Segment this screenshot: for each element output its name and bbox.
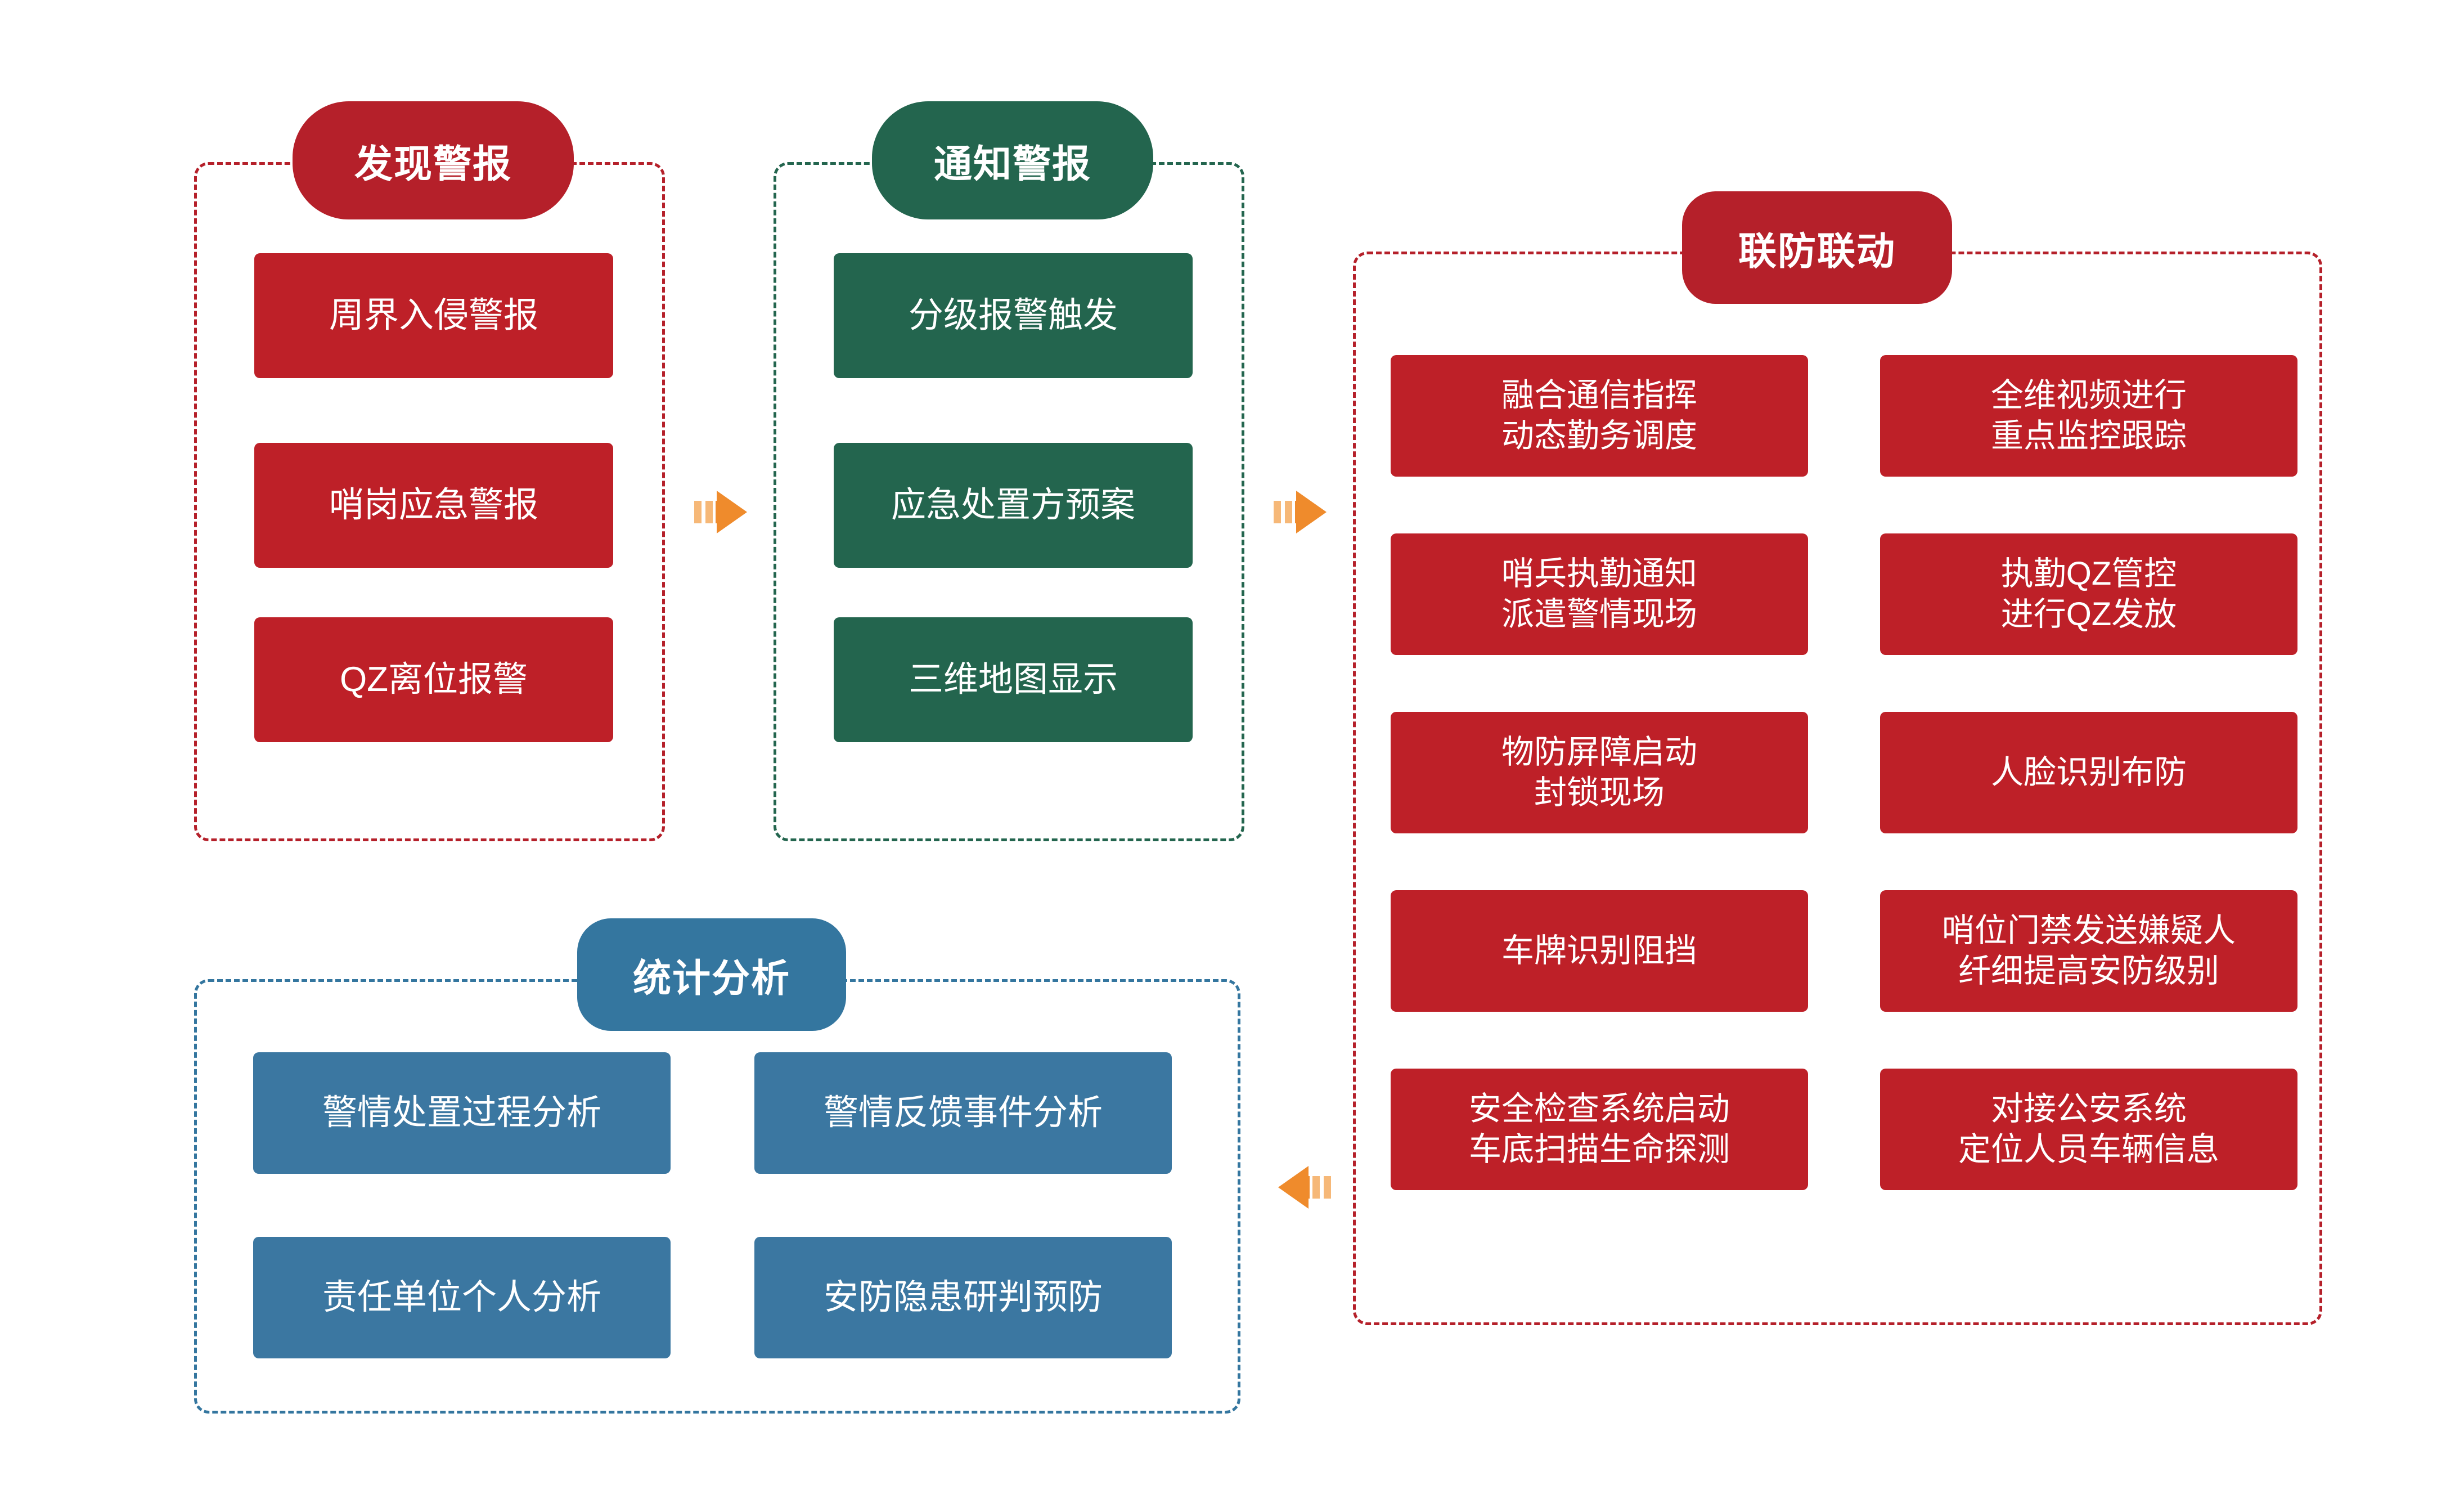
- item-label: 哨位门禁发送嫌疑人 纤细提高安防级别: [1941, 912, 2236, 990]
- arrow-right-icon: [1274, 491, 1327, 533]
- item-box-qz-duty-control[interactable]: 执勤QZ管控 进行QZ发放: [1880, 533, 2297, 655]
- item-label: 物防屏障启动 封锁现场: [1501, 733, 1697, 811]
- item-label: 安全检查系统启动 车底扫描生命探测: [1468, 1090, 1730, 1168]
- panel-title-label: 发现警报: [354, 142, 512, 186]
- arrow-joint-to-statistics-icon: [1273, 1158, 1332, 1217]
- item-label: 责任单位个人分析: [322, 1278, 601, 1317]
- item-label: 哨兵执勤通知 派遣警情现场: [1501, 555, 1697, 633]
- panel-title-label: 统计分析: [632, 957, 790, 1000]
- arrow-left-icon: [1278, 1166, 1331, 1209]
- item-box-physical-barrier[interactable]: 物防屏障启动 封锁现场: [1391, 712, 1808, 833]
- item-box-alarm-feedback-analysis[interactable]: 警情反馈事件分析: [754, 1052, 1172, 1174]
- panel-title-discover-alarm: 发现警报: [293, 101, 574, 219]
- panel-title-label: 联防联动: [1738, 230, 1896, 273]
- item-label: 警情反馈事件分析: [823, 1093, 1103, 1133]
- panel-title-label: 通知警报: [933, 142, 1091, 186]
- item-box-security-check-system[interactable]: 安全检查系统启动 车底扫描生命探测: [1391, 1069, 1808, 1190]
- item-label: 应急处置方预案: [891, 486, 1135, 525]
- item-label: 车牌识别阻挡: [1501, 932, 1697, 969]
- item-box-qz-offpost[interactable]: QZ离位报警: [254, 617, 613, 742]
- item-label: 安防隐患研判预防: [823, 1278, 1103, 1317]
- panel-title-notify-alarm: 通知警报: [872, 101, 1153, 219]
- item-label: 哨岗应急警报: [329, 486, 538, 525]
- item-label: 人脸识别布防: [1990, 753, 2187, 791]
- item-box-face-recognition-defense[interactable]: 人脸识别布防: [1880, 712, 2297, 833]
- item-box-police-system-link[interactable]: 对接公安系统 定位人员车辆信息: [1880, 1069, 2297, 1190]
- item-label: 警情处置过程分析: [322, 1093, 601, 1133]
- item-box-emergency-plan[interactable]: 应急处置方预案: [834, 443, 1193, 568]
- item-box-perimeter-intrusion[interactable]: 周界入侵警报: [254, 253, 613, 378]
- item-box-fusion-comm-command[interactable]: 融合通信指挥 动态勤务调度: [1391, 355, 1808, 477]
- arrow-notify-to-joint-icon: [1273, 483, 1332, 541]
- item-box-omni-video-tracking[interactable]: 全维视频进行 重点监控跟踪: [1880, 355, 2297, 477]
- item-box-hidden-danger-prevention[interactable]: 安防隐患研判预防: [754, 1237, 1172, 1358]
- arrow-discover-to-notify-icon: [693, 483, 753, 541]
- item-label: 对接公安系统 定位人员车辆信息: [1958, 1090, 2219, 1168]
- arrow-right-icon: [694, 491, 747, 533]
- item-box-responsible-unit-analysis[interactable]: 责任单位个人分析: [253, 1237, 671, 1358]
- item-box-sentry-emergency[interactable]: 哨岗应急警报: [254, 443, 613, 568]
- item-box-sentry-duty-notice[interactable]: 哨兵执勤通知 派遣警情现场: [1391, 533, 1808, 655]
- item-label: 分级报警触发: [908, 296, 1118, 335]
- item-label: 三维地图显示: [908, 660, 1118, 699]
- item-label: 执勤QZ管控 进行QZ发放: [2000, 555, 2177, 633]
- item-box-post-access-suspect[interactable]: 哨位门禁发送嫌疑人 纤细提高安防级别: [1880, 890, 2297, 1012]
- item-label: 全维视频进行 重点监控跟踪: [1990, 376, 2187, 455]
- item-label: 周界入侵警报: [329, 296, 538, 335]
- panel-title-joint-defense: 联防联动: [1682, 191, 1952, 304]
- item-box-graded-alarm-trigger[interactable]: 分级报警触发: [834, 253, 1193, 378]
- item-box-alarm-handling-analysis[interactable]: 警情处置过程分析: [253, 1052, 671, 1174]
- item-box-3d-map-display[interactable]: 三维地图显示: [834, 617, 1193, 742]
- item-label: QZ离位报警: [339, 660, 528, 699]
- item-box-plate-recognition-block[interactable]: 车牌识别阻挡: [1391, 890, 1808, 1012]
- item-label: 融合通信指挥 动态勤务调度: [1501, 376, 1697, 455]
- panel-title-statistics: 统计分析: [577, 918, 846, 1031]
